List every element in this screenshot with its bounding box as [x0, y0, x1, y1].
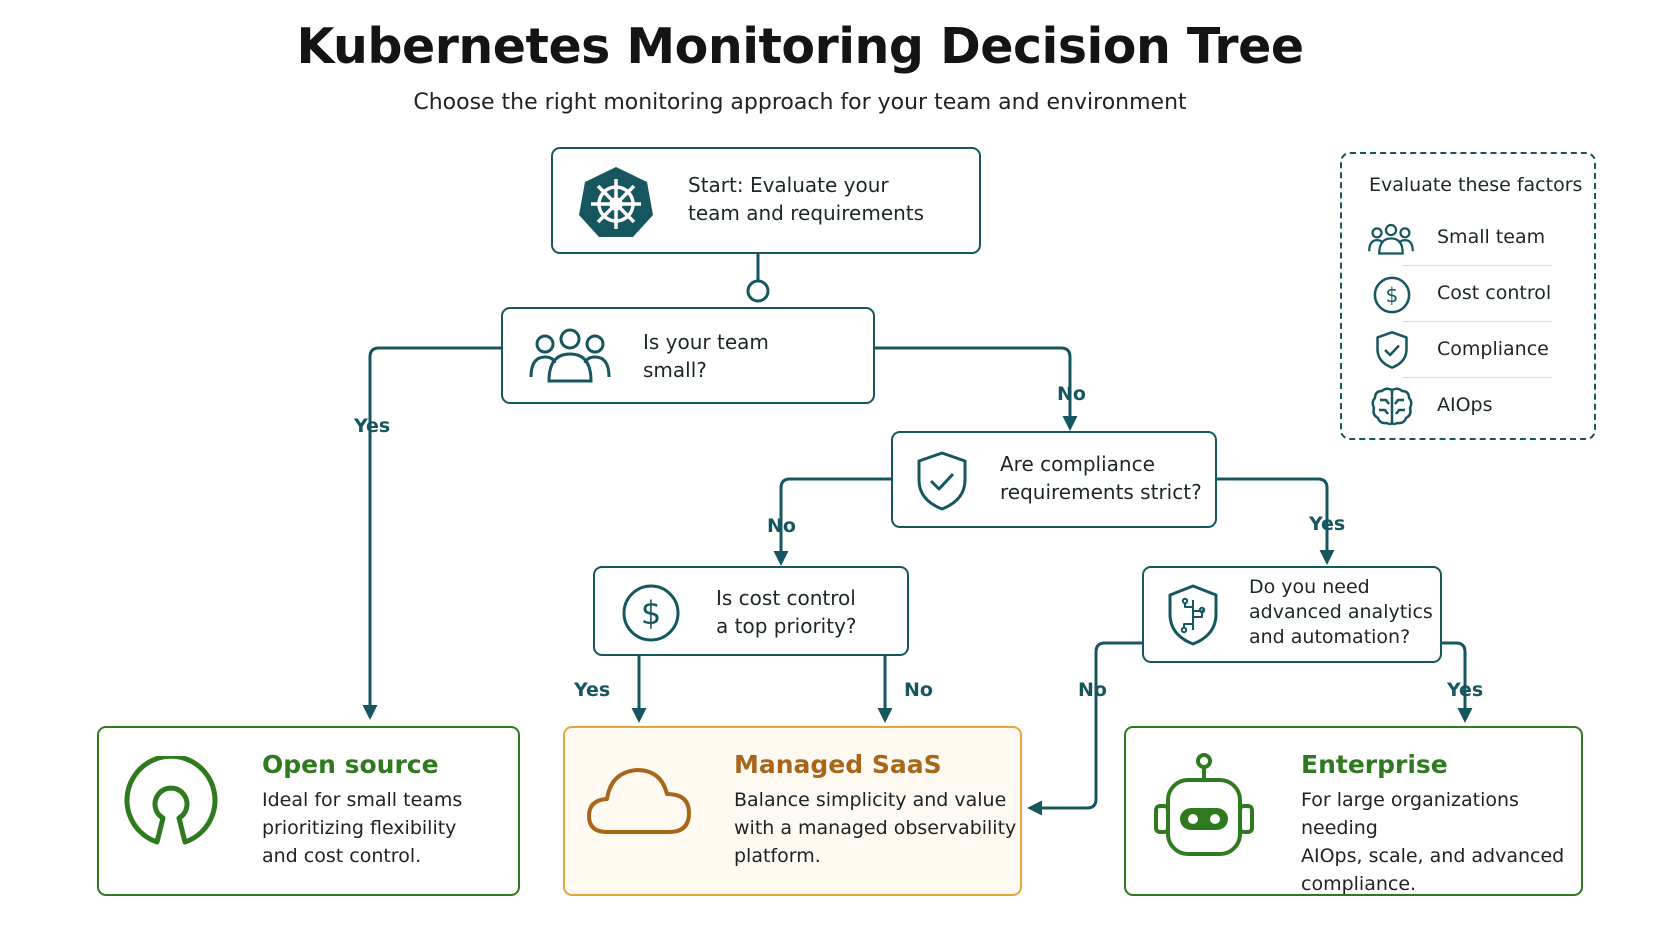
edge-label-compliance-yes: Yes — [1309, 513, 1346, 535]
connector-team-yes — [362, 346, 501, 720]
svg-text:$: $ — [1386, 283, 1399, 307]
page-subtitle: Choose the right monitoring approach for… — [413, 90, 1187, 115]
edge-label-cost-yes: Yes — [574, 679, 611, 701]
edge-label-team-yes: Yes — [354, 415, 391, 437]
legend-divider — [1402, 321, 1552, 322]
compliance-node-line2: requirements strict? — [1000, 480, 1202, 504]
team-icon — [527, 327, 613, 387]
dollar-icon: $ — [1373, 276, 1411, 318]
legend-item-aiops: AIOps — [1367, 380, 1575, 436]
enterprise-desc-line1: For large organizations needing — [1301, 789, 1519, 839]
connector-team-no — [874, 346, 1078, 431]
cost-node-line2: a top priority? — [716, 614, 857, 638]
legend-label-small-team: Small team — [1437, 226, 1546, 248]
enterprise-title: Enterprise — [1301, 750, 1448, 779]
legend-label-cost-control: Cost control — [1437, 282, 1552, 304]
outcome-enterprise: Enterprise For large organizations needi… — [1124, 726, 1583, 896]
analytics-node-line3: and automation? — [1249, 626, 1411, 648]
legend-item-cost-control: $ Cost control — [1367, 268, 1575, 324]
connector-junction-dot — [746, 279, 770, 303]
edge-label-team-no: No — [1057, 383, 1086, 405]
ai-shield-icon — [1166, 583, 1220, 651]
open-source-desc-line1: Ideal for small teams — [262, 789, 463, 811]
legend-label-aiops: AIOps — [1437, 394, 1493, 416]
legend-divider — [1402, 265, 1552, 266]
analytics-node-line1: Do you need — [1249, 576, 1370, 598]
legend-item-small-team: Small team — [1367, 212, 1575, 268]
robot-icon — [1152, 752, 1256, 866]
enterprise-desc-line3: compliance. — [1301, 873, 1417, 895]
edge-label-analytics-yes: Yes — [1447, 679, 1484, 701]
start-node-line1: Start: Evaluate your — [688, 173, 889, 197]
team-node-line2: small? — [643, 358, 707, 382]
outcome-managed-saas: Managed SaaS Balance simplicity and valu… — [563, 726, 1022, 896]
kubernetes-helm-icon — [577, 165, 655, 243]
connector-analytics-no — [1027, 641, 1142, 816]
start-node: Start: Evaluate your team and requiremen… — [551, 147, 981, 254]
legend-panel: Evaluate these factors Small team $ Cost… — [1340, 152, 1596, 440]
shield-check-icon — [1375, 330, 1409, 374]
edge-label-cost-no: No — [904, 679, 933, 701]
legend-item-compliance: Compliance — [1367, 324, 1575, 380]
analytics-node-line2: advanced analytics — [1249, 601, 1433, 623]
edge-label-compliance-no: No — [767, 515, 796, 537]
compliance-node-line1: Are compliance — [1000, 452, 1155, 476]
open-source-icon — [123, 753, 219, 856]
legend-title: Evaluate these factors — [1369, 174, 1583, 196]
cost-node-line1: Is cost control — [716, 586, 856, 610]
team-size-node: Is your team small? — [501, 307, 875, 404]
open-source-desc-line3: and cost control. — [262, 845, 422, 867]
edge-label-analytics-no: No — [1078, 679, 1107, 701]
connector-compliance-yes — [1216, 477, 1335, 565]
open-source-title: Open source — [262, 750, 439, 779]
dollar-icon: $ — [621, 583, 681, 647]
managed-saas-desc-line2: with a managed observability — [734, 817, 1017, 839]
enterprise-desc-line2: AIOps, scale, and advanced — [1301, 845, 1565, 867]
team-icon — [1367, 222, 1415, 260]
svg-text:$: $ — [641, 594, 661, 632]
cloud-icon — [585, 762, 693, 844]
start-node-line2: team and requirements — [688, 201, 925, 225]
managed-saas-desc-line3: platform. — [734, 845, 821, 867]
cost-control-node: $ Is cost control a top priority? — [593, 566, 909, 656]
analytics-node: Do you need advanced analytics and autom… — [1142, 566, 1442, 663]
team-node-line1: Is your team — [643, 330, 769, 354]
shield-check-icon — [915, 450, 969, 516]
legend-label-compliance: Compliance — [1437, 338, 1549, 360]
compliance-node: Are compliance requirements strict? — [891, 431, 1217, 528]
open-source-desc-line2: prioritizing flexibility — [262, 817, 457, 839]
legend-divider — [1402, 377, 1552, 378]
managed-saas-title: Managed SaaS — [734, 750, 942, 779]
connector-compliance-no — [773, 477, 891, 566]
managed-saas-desc-line1: Balance simplicity and value — [734, 789, 1007, 811]
outcome-open-source: Open source Ideal for small teams priori… — [97, 726, 520, 896]
connector-analytics-yes — [1442, 641, 1473, 723]
brain-icon — [1371, 386, 1413, 430]
page-title: Kubernetes Monitoring Decision Tree — [296, 18, 1304, 75]
